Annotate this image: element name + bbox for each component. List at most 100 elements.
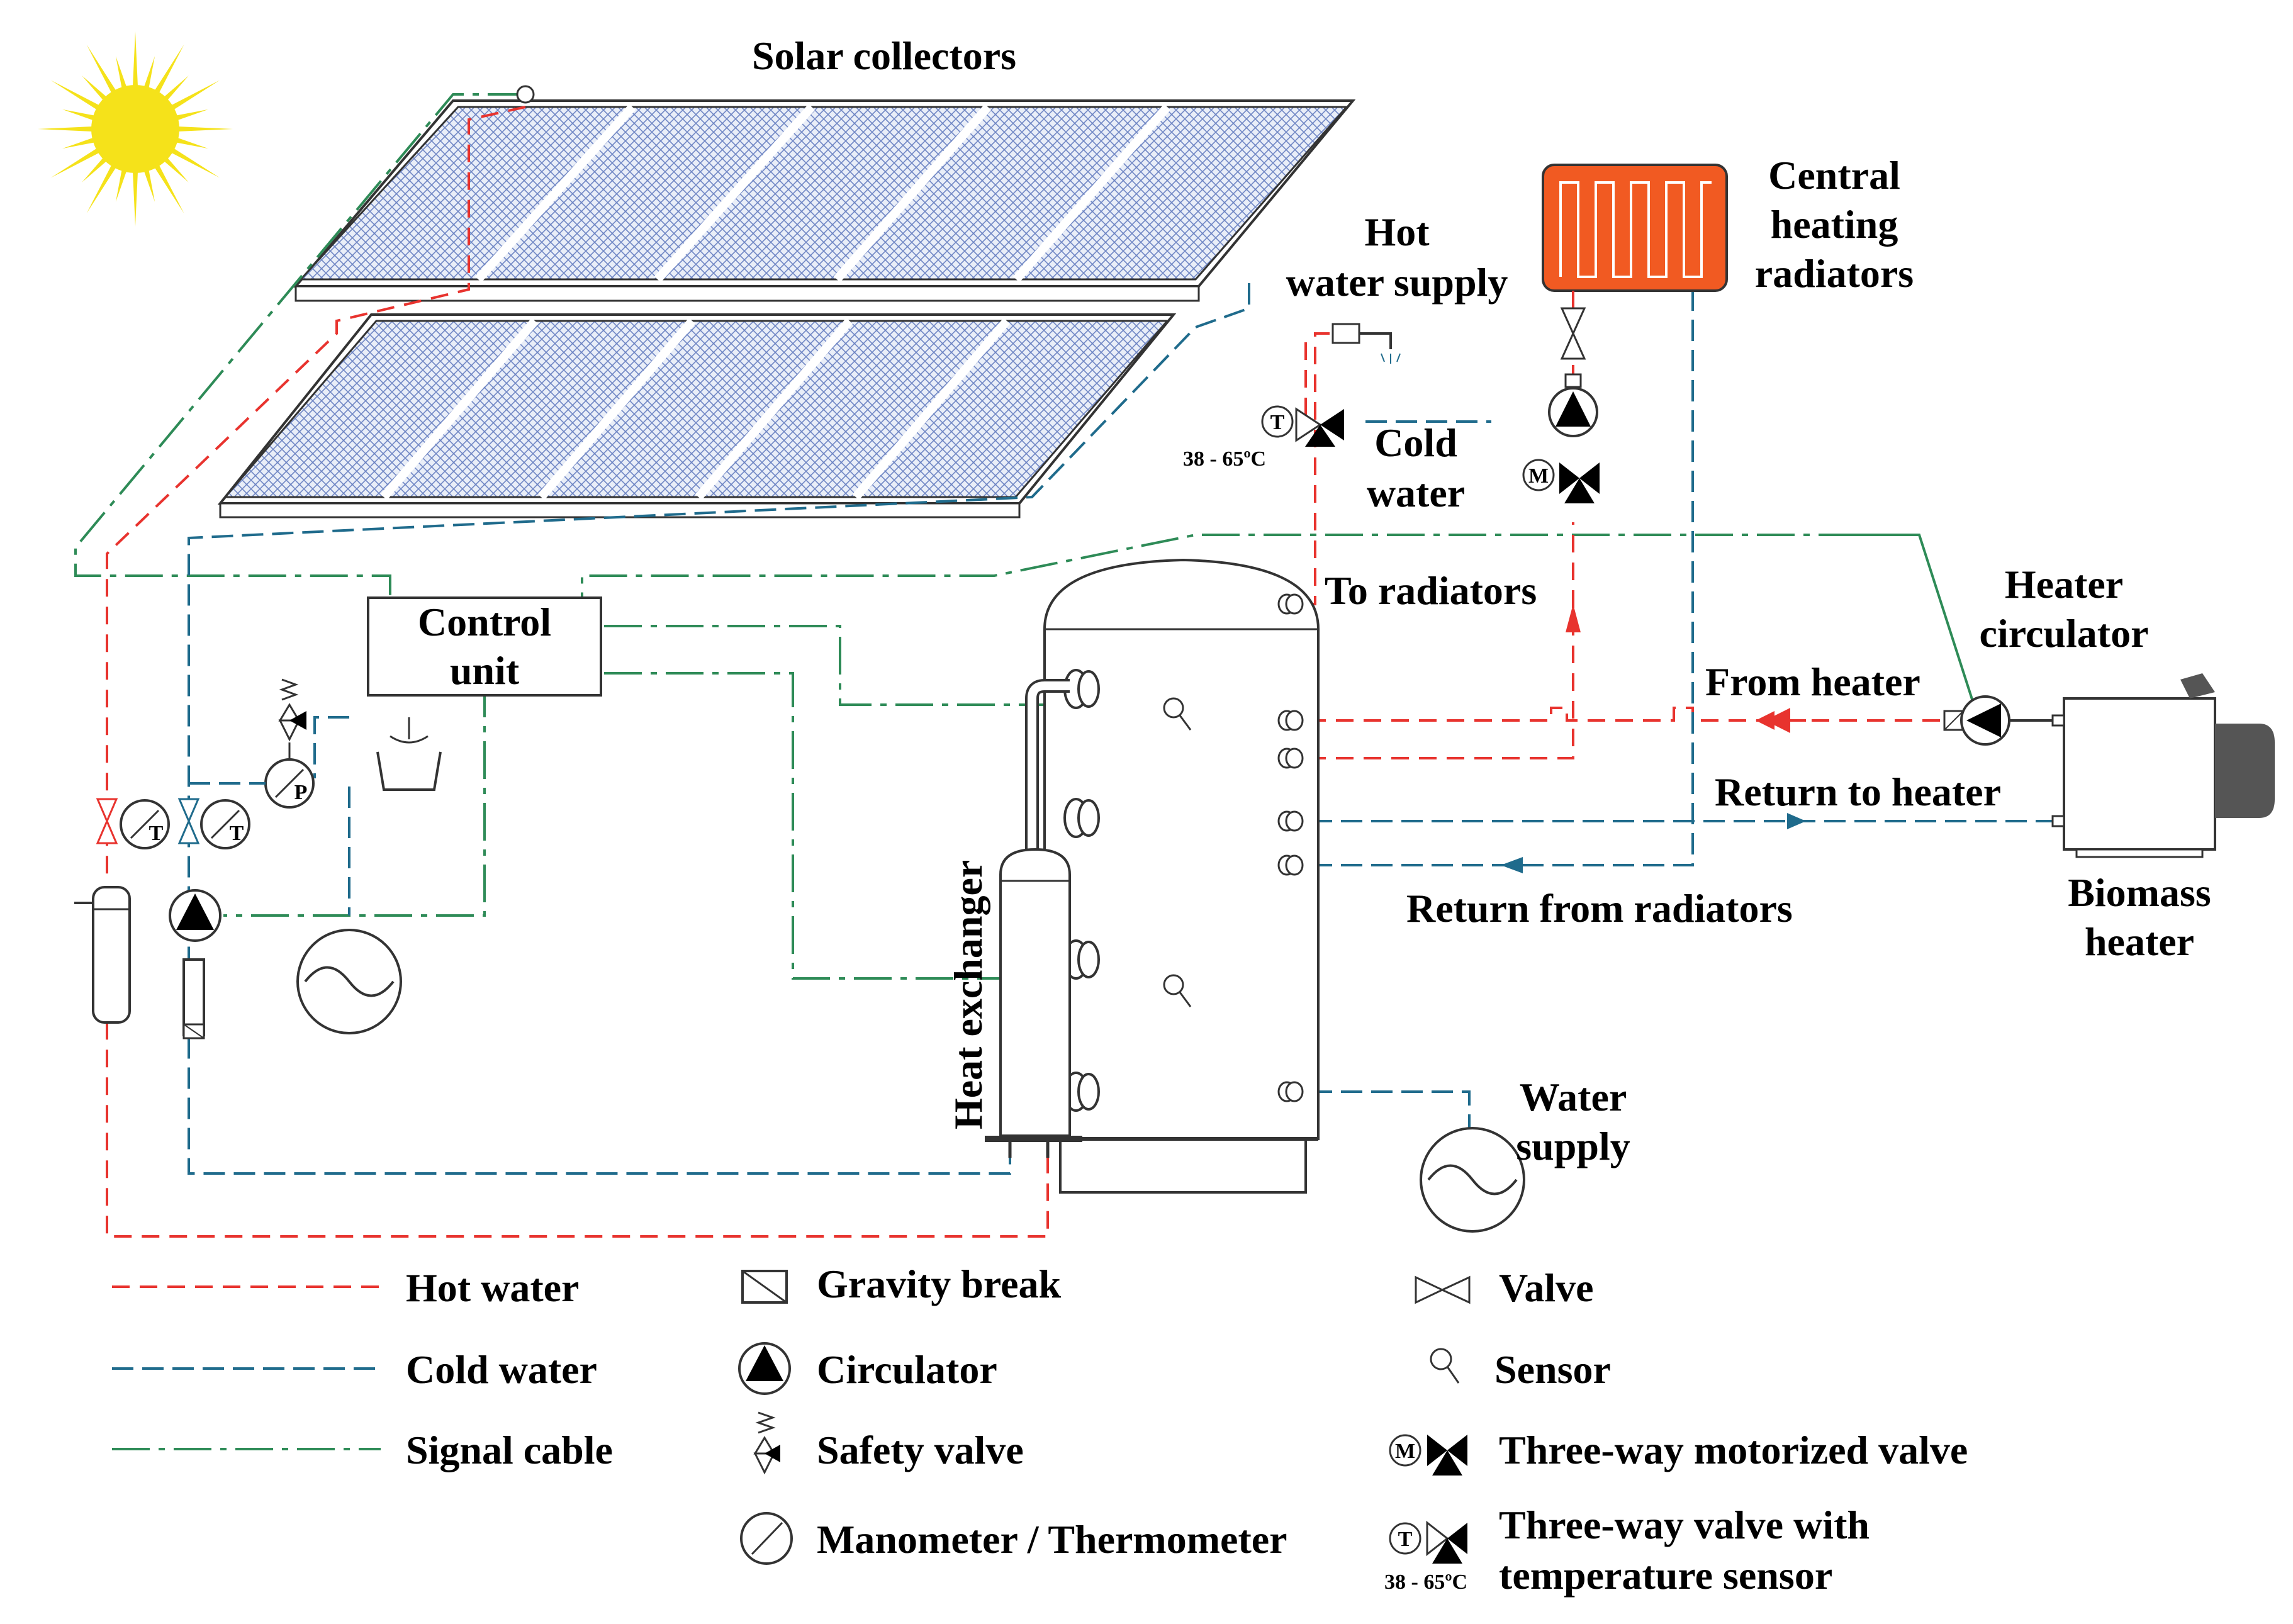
sun-ray [167, 146, 220, 178]
sun-ray [38, 126, 97, 132]
sun-ray [62, 136, 99, 149]
motor-valve-symbol: M [1528, 464, 1549, 488]
expansion-vessel [74, 881, 131, 1024]
legend-temp-range: 38 - 65ºC [1384, 1571, 1467, 1594]
sun-ray [62, 109, 99, 122]
central-heating-radiator [1542, 164, 1728, 292]
gravity-break-icon [741, 1270, 788, 1304]
label-return-from-radiators: Return from radiators [1406, 886, 1793, 931]
label-heater-circulator-1: Heater [2005, 562, 2123, 607]
label-cold-2: water [1367, 471, 1465, 515]
legend-motor-symbol: M [1395, 1440, 1415, 1463]
tank-sensor-lower [1163, 974, 1192, 1007]
coil-port [1063, 798, 1100, 838]
legend-valve: Valve [1499, 1265, 1594, 1310]
sun-ray [82, 76, 110, 104]
signal-cables [74, 85, 1977, 980]
control-unit-label-1: Control [418, 600, 551, 644]
label-hot-2: water supply [1286, 260, 1508, 305]
cold-line-valve-icon [177, 798, 200, 844]
legend-sensor: Sensor [1494, 1347, 1611, 1392]
label-return-to-heater: Return to heater [1715, 770, 2001, 814]
control-unit: Control unit [367, 596, 602, 697]
safety-valve-icon [753, 1411, 780, 1475]
manometer-symbol: P [294, 781, 308, 804]
tank-port [1277, 593, 1304, 615]
label-to-radiators: To radiators [1325, 568, 1537, 613]
sun-ray [50, 146, 103, 178]
water-supply-pump-icon [1420, 1127, 1525, 1233]
label-central-1: Central [1768, 153, 1900, 198]
hot-line-valve-icon [96, 798, 118, 844]
sun-ray [115, 165, 128, 202]
sun-ray [86, 44, 118, 97]
legend-safety-valve: Safety valve [817, 1428, 1024, 1472]
label-biomass-1: Biomass [2068, 870, 2211, 915]
legend-cold-water: Cold water [406, 1347, 597, 1392]
legend-circulator: Circulator [817, 1347, 997, 1392]
coil-port [1063, 669, 1100, 709]
sun-ray [142, 56, 155, 92]
sun-ray [50, 80, 103, 112]
label-from-heater: From heater [1705, 659, 1920, 704]
sun-ray [172, 136, 208, 149]
label-central-2: heating [1771, 202, 1898, 247]
three-way-motorized-valve: M [1522, 459, 1600, 503]
sun-icon [38, 31, 233, 227]
sun-ray [160, 76, 189, 104]
heat-exchanger-label: Heat exchanger [946, 860, 990, 1129]
solar-collector-lower [217, 313, 1177, 518]
sun-ray [115, 56, 128, 92]
legend-three-way-temp-2: temperature sensor [1499, 1553, 1832, 1598]
heat-exchanger: Heat exchanger [946, 848, 1082, 1158]
label-solar-collectors: Solar collectors [752, 33, 1016, 78]
label-temp-range: 38 - 65ºC [1183, 447, 1266, 471]
tank-port [1277, 748, 1304, 769]
sun-ray [174, 126, 233, 132]
label-biomass-2: heater [2085, 919, 2194, 964]
label-heater-circulator-2: circulator [1980, 611, 2149, 656]
control-unit-label-2: unit [450, 648, 520, 693]
sun-ray [132, 31, 138, 91]
sun-ray [152, 161, 184, 214]
label-water-supply-1: Water [1520, 1075, 1627, 1119]
manometer-thermometer-icon [740, 1512, 793, 1565]
tank-port [1277, 1081, 1304, 1102]
cold-line-thermometer-icon: T [200, 799, 250, 849]
cold-thermo-symbol: T [230, 822, 244, 845]
legend-three-way-temp-1: Three-way valve with [1499, 1503, 1870, 1547]
cold-water-pipes [188, 283, 2055, 1175]
sensor-icon [1430, 1348, 1460, 1384]
hot-line-thermometer-icon: T [120, 799, 170, 849]
legend-three-way-motorized: Three-way motorized valve [1499, 1428, 1968, 1472]
sun-ray [142, 165, 155, 202]
tank-port [1277, 810, 1304, 832]
biomass-heater [2051, 673, 2275, 858]
temp-valve-symbol: T [1270, 411, 1285, 434]
heater-circulator-icon [1943, 695, 2055, 746]
label-cold-1: Cold [1374, 420, 1457, 465]
legend: Hot water Cold water Signal cable Gravit… [112, 1262, 1968, 1598]
solar-safety-valve-icon [278, 678, 306, 742]
tank-port [1277, 710, 1304, 731]
legend-hot-water: Hot water [406, 1265, 579, 1310]
solar-gravity-break-icon [182, 958, 205, 1039]
solar-pump-station-icon [296, 929, 402, 1034]
three-way-temp-valve: T [1261, 405, 1344, 447]
sun-ray [172, 109, 208, 122]
sun-ray [160, 154, 189, 182]
legend-signal-cable: Signal cable [406, 1428, 613, 1472]
legend-manometer: Manometer / Thermometer [817, 1517, 1287, 1562]
tank-port [1277, 854, 1304, 876]
tank-sensor-upper [1163, 697, 1192, 731]
label-hot-1: Hot [1364, 210, 1430, 254]
sun-ray [86, 161, 118, 214]
storage-tank [1025, 558, 1320, 1194]
hot-thermo-symbol: T [149, 822, 164, 845]
hot-water-tap-icon [1304, 323, 1401, 415]
solar-collector-upper [293, 99, 1356, 302]
legend-temp-symbol: T [1398, 1528, 1413, 1551]
sun-ray [167, 80, 220, 112]
